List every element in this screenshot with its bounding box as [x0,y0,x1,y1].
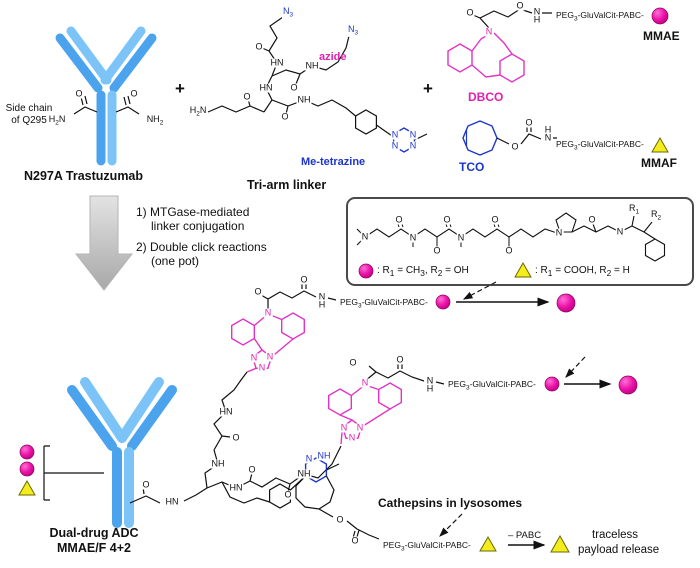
reaction-step-1: 1) MTGase-mediated [136,205,250,219]
azide-label: azide [319,51,347,63]
triazole-adduct-1 [230,282,337,373]
linker-text-product-2: PEG3-GluValCit-PABC- [448,379,536,392]
side-chain-label: Side chain of Q295 [5,103,53,126]
triazole-adduct-2 [328,362,445,445]
tri-arm-linker-label: Tri-arm linker [247,178,327,192]
release-row-3 [479,534,570,553]
traceless-release-label: traceless [592,529,639,541]
dbco-label: DBCO [468,90,504,104]
tetrazine-tco-adduct [269,457,380,540]
reaction-arrow [74,195,134,291]
reaction-step-2: 2) Double click reactions [136,239,267,254]
plus-sign: + [175,79,185,98]
linker-text-mmaf-top: PEG3-GluValCit-PABC- [556,139,644,152]
reaction-steps: 1) MTGase-mediated linker conjugation 2)… [136,205,267,269]
payload-cluster [18,444,104,501]
legend-mmaf-definition: : R1 = COOH, R2 = H [535,265,630,278]
plus-sign: + [423,79,433,98]
reaction-step-1b: linker conjugation [151,219,245,234]
mmaf-payload-top [651,136,669,153]
traceless-release-label-2: payload release [578,544,660,556]
release-row-1 [435,293,576,313]
conjugation-chains [129,371,342,504]
antibody-top [55,26,157,166]
tco-structure [462,120,557,156]
legend-mmae-definition: : R1 = CH3, R2 = OH [377,265,469,278]
linker-text-mmae-top: PEG3-GluValCit-PABC- [556,10,644,23]
antibody-bottom [67,377,177,528]
linker-text-product-1: PEG3-GluValCit-PABC- [340,297,428,310]
mmae-payload-top [651,7,669,25]
linker-text-product-3: PEG3-GluValCit-PABC- [383,540,471,553]
dbco-structure [447,8,552,83]
adc-name-label: Dual-drug ADC MMAE/F 4+2 [49,526,139,555]
minus-pabc-label: – PABC [508,530,542,541]
mmaf-label: MMAF [641,156,677,170]
cathepsins-label: Cathepsins in lysosomes [378,496,523,510]
reaction-step-2b: (one pot) [151,254,200,269]
tco-label: TCO [459,160,485,174]
mmae-label: MMAE [643,29,680,43]
antibody-name-label: N297A Trastuzumab [24,169,144,183]
triarm-structure [207,16,428,153]
me-tetrazine-label: Me-tetrazine [301,156,366,168]
cleavage-arrows [439,281,586,537]
antibody-top-amides [73,95,140,115]
release-row-2 [544,375,638,395]
